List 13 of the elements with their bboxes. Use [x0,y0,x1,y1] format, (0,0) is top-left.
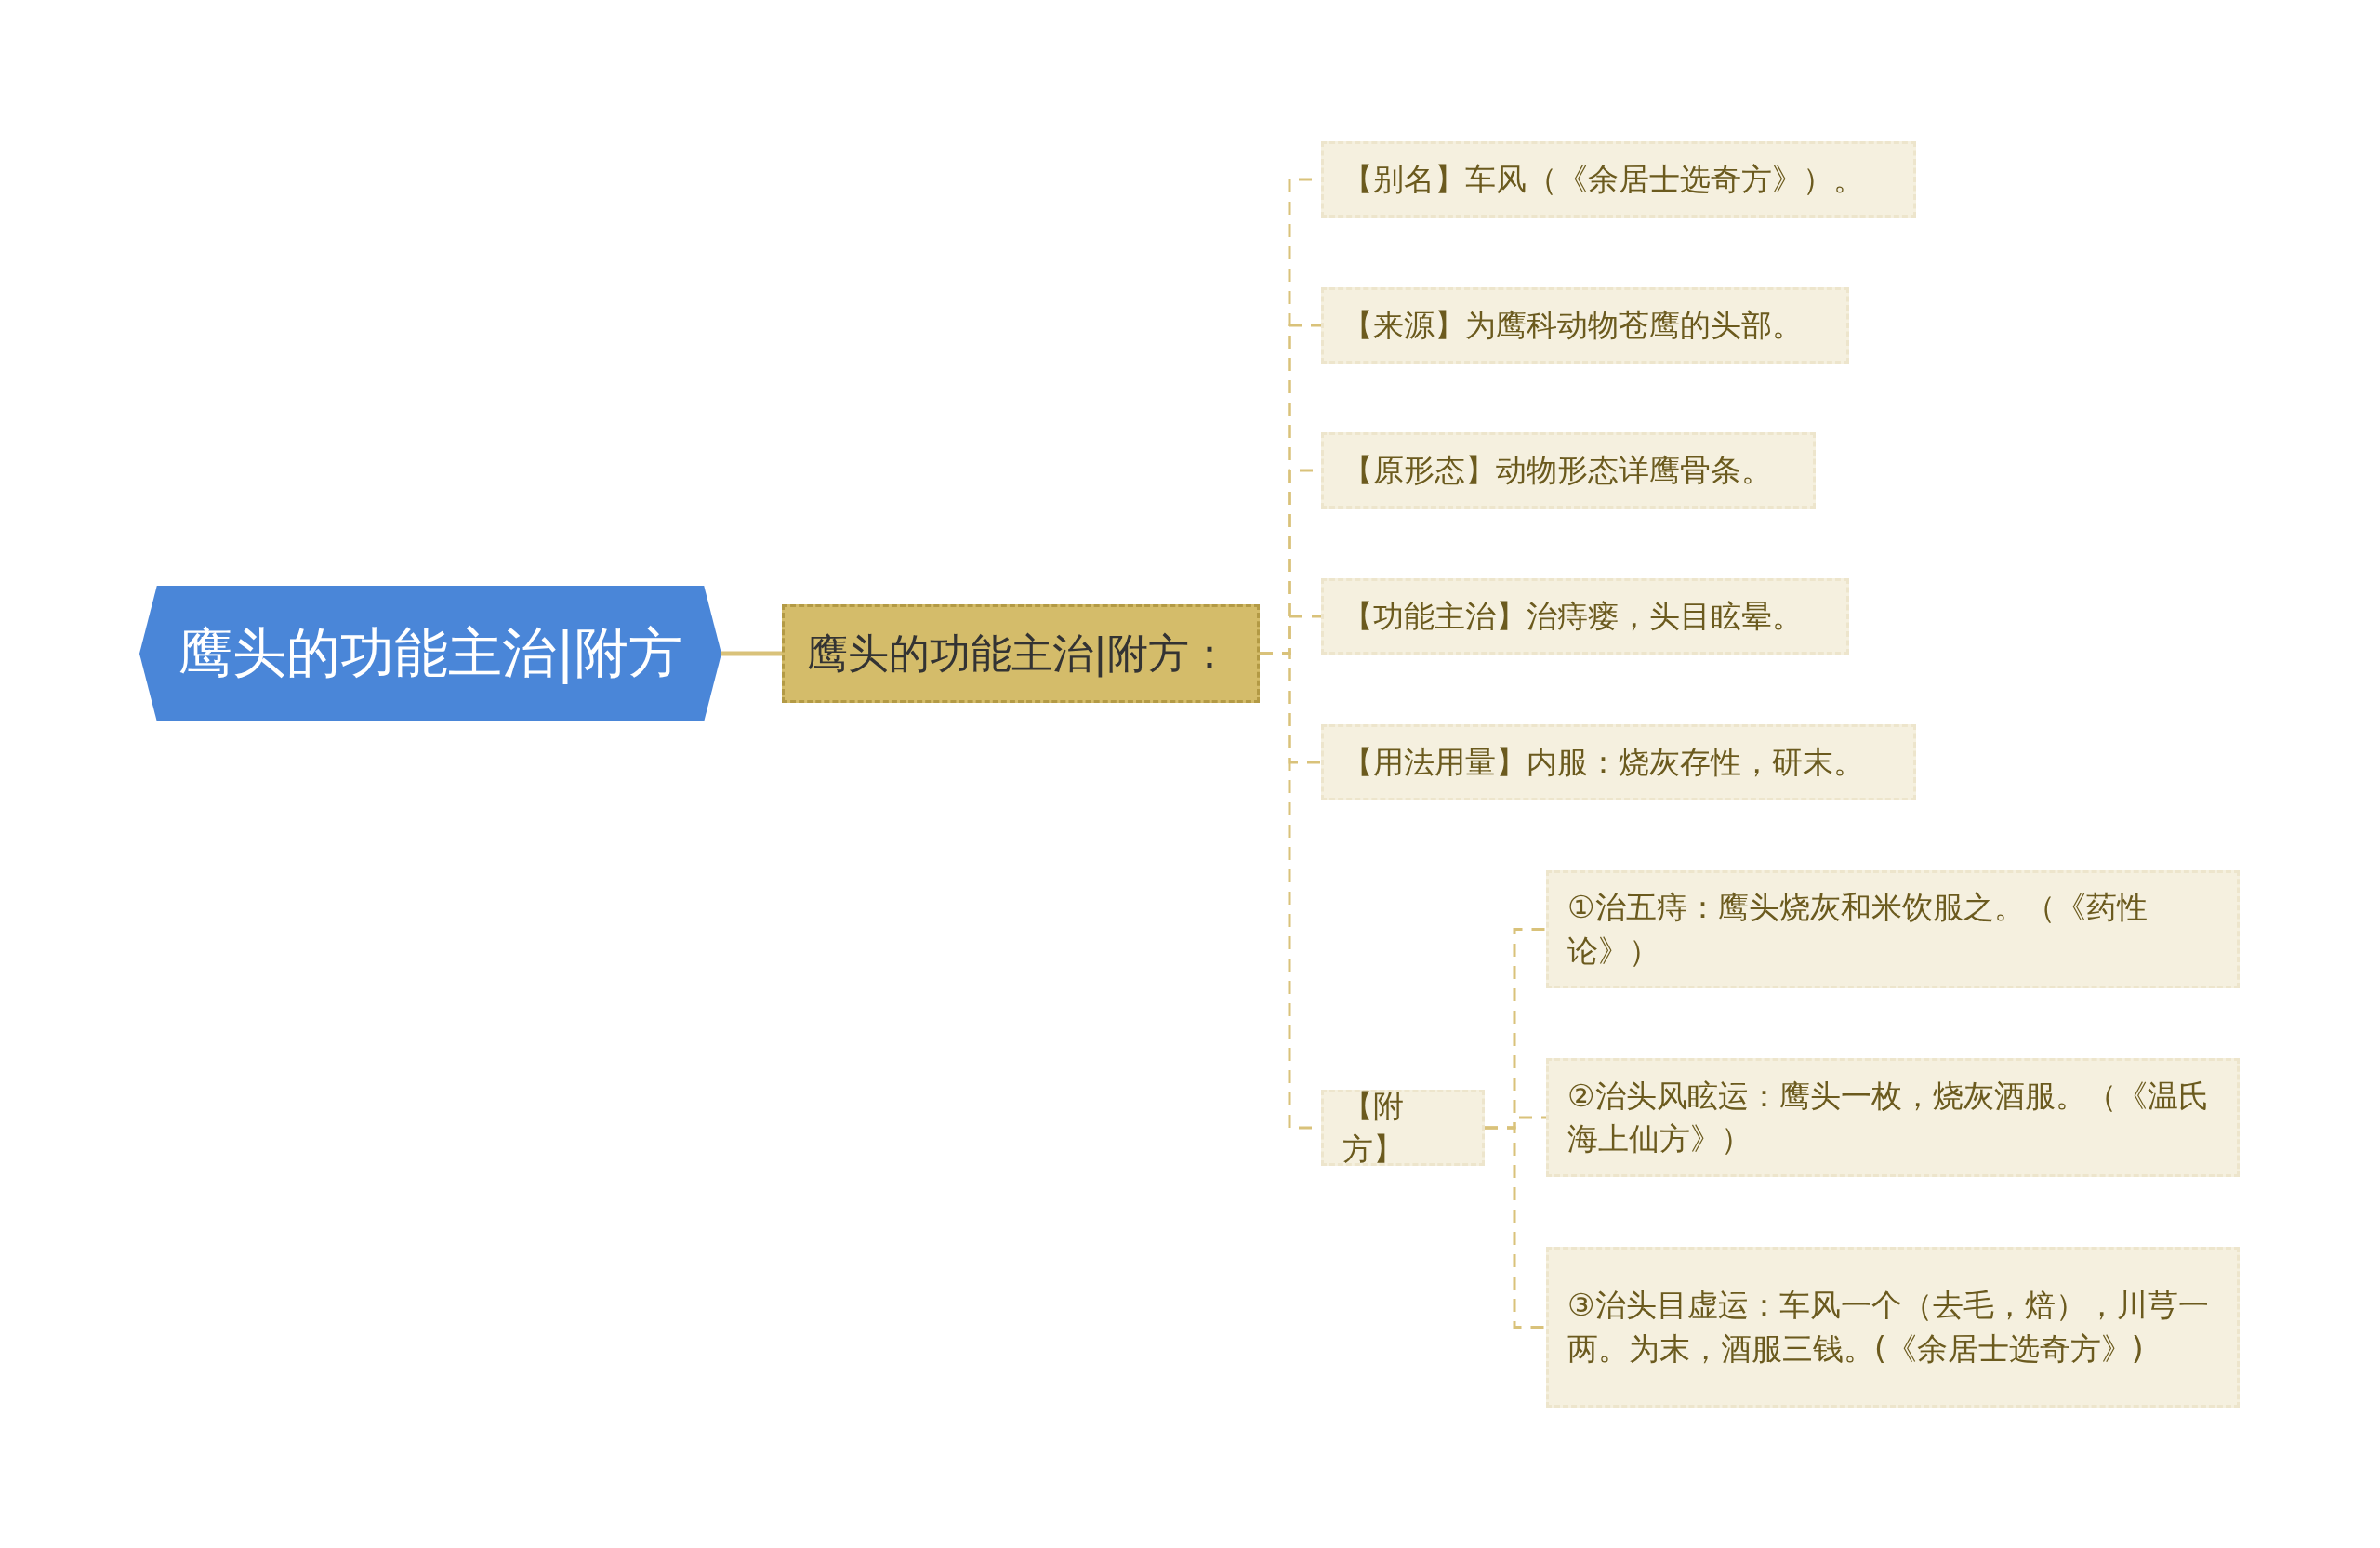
hexagon-node: 鹰头的功能主治|附方 [139,586,721,721]
text-box: 【别名】车风（《余居士选奇方》）。 [1321,141,1916,218]
text-box: 【来源】为鹰科动物苍鹰的头部。 [1321,287,1849,364]
connector-line [1485,1126,1546,1329]
text-box: ③治头目虚运：车风一个（去毛，焙），川芎一两。为末，酒服三钱。(《余居士选奇方》) [1546,1247,2240,1408]
text-box: ①治五痔：鹰头烧灰和米饮服之。（《药性论》） [1546,870,2240,988]
connector-line [721,651,782,656]
text-box: 【用法用量】内服：烧灰存性，研末。 [1321,724,1916,800]
topic-box: 鹰头的功能主治|附方： [782,604,1260,703]
text-box: ②治头风眩运：鹰头一枚，烧灰酒服。（《温氏海上仙方》） [1546,1058,2240,1177]
text-box: 【原形态】动物形态详鹰骨条。 [1321,432,1816,509]
text-box: 【功能主治】治痔瘘，头目眩晕。 [1321,578,1849,655]
text-box: 【附方】 [1321,1090,1485,1166]
